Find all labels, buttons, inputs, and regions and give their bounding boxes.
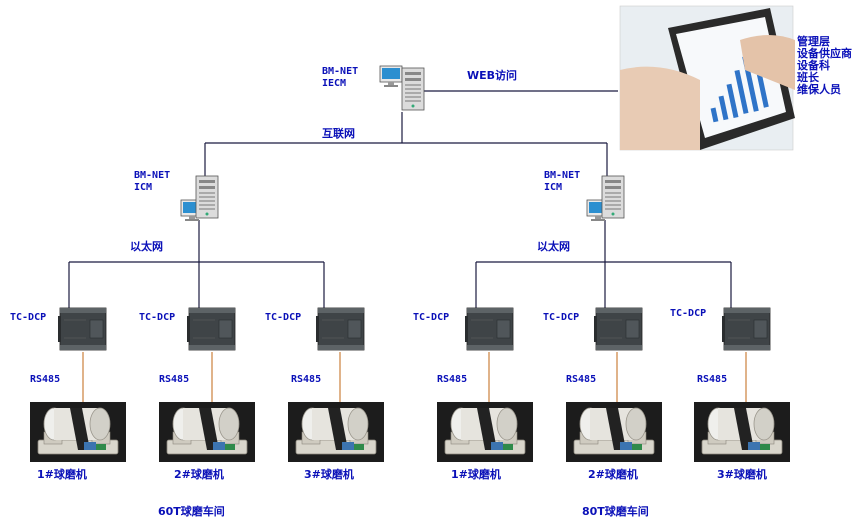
ball-mill-image [287, 401, 385, 463]
top-server-label-2: IECM [322, 78, 346, 89]
rs485-label: RS485 [30, 374, 60, 385]
right-server-label-1: BM-NET [544, 170, 580, 181]
top-server-label-1: BM-NET [322, 66, 358, 77]
ball-mill-image [436, 401, 534, 463]
audience-item: 维保人员 [797, 82, 841, 96]
workshop-name: 80T球磨车间 [582, 504, 649, 518]
dcp-label: TC-DCP [265, 312, 301, 323]
dcp-label: TC-DCP [670, 308, 706, 319]
dcp-label: TC-DCP [543, 312, 579, 323]
rs485-label: RS485 [437, 374, 467, 385]
left-ethernet-label: 以太网 [130, 239, 163, 253]
dcp-label: TC-DCP [413, 312, 449, 323]
tablet-chart-image [619, 5, 795, 151]
dcp-label: TC-DCP [139, 312, 175, 323]
mill-label: 1#球磨机 [37, 467, 87, 481]
ball-mill-image [693, 401, 791, 463]
web-access-label: WEB访问 [467, 68, 517, 82]
mill-label: 2#球磨机 [588, 467, 638, 481]
rs485-label: RS485 [291, 374, 321, 385]
mill-label: 1#球磨机 [451, 467, 501, 481]
left-server-icon [180, 175, 219, 222]
mill-label: 3#球磨机 [717, 467, 767, 481]
tc-dcp-icon [593, 307, 643, 351]
workshop-name: 60T球磨车间 [158, 504, 225, 518]
top-server-icon [379, 65, 425, 111]
audience-item: 管理层 [797, 34, 830, 48]
dcp-label: TC-DCP [10, 312, 46, 323]
internet-label: 互联网 [322, 126, 355, 140]
rs485-label: RS485 [566, 374, 596, 385]
tc-dcp-icon [186, 307, 236, 351]
ball-mill-image [158, 401, 256, 463]
ball-mill-image [29, 401, 127, 463]
rs485-label: RS485 [159, 374, 189, 385]
ball-mill-image [565, 401, 663, 463]
right-ethernet-label: 以太网 [537, 239, 570, 253]
right-server-label-2: ICM [544, 182, 562, 193]
tc-dcp-icon [721, 307, 771, 351]
right-server-icon [586, 175, 625, 222]
audience-item: 设备供应商 [797, 46, 852, 60]
left-server-label-1: BM-NET [134, 170, 170, 181]
tc-dcp-icon [464, 307, 514, 351]
tc-dcp-icon [315, 307, 365, 351]
mill-label: 3#球磨机 [304, 467, 354, 481]
left-server-label-2: ICM [134, 182, 152, 193]
audience-item: 设备科 [797, 58, 830, 72]
rs485-label: RS485 [697, 374, 727, 385]
tc-dcp-icon [57, 307, 107, 351]
mill-label: 2#球磨机 [174, 467, 224, 481]
audience-item: 班长 [797, 70, 820, 84]
